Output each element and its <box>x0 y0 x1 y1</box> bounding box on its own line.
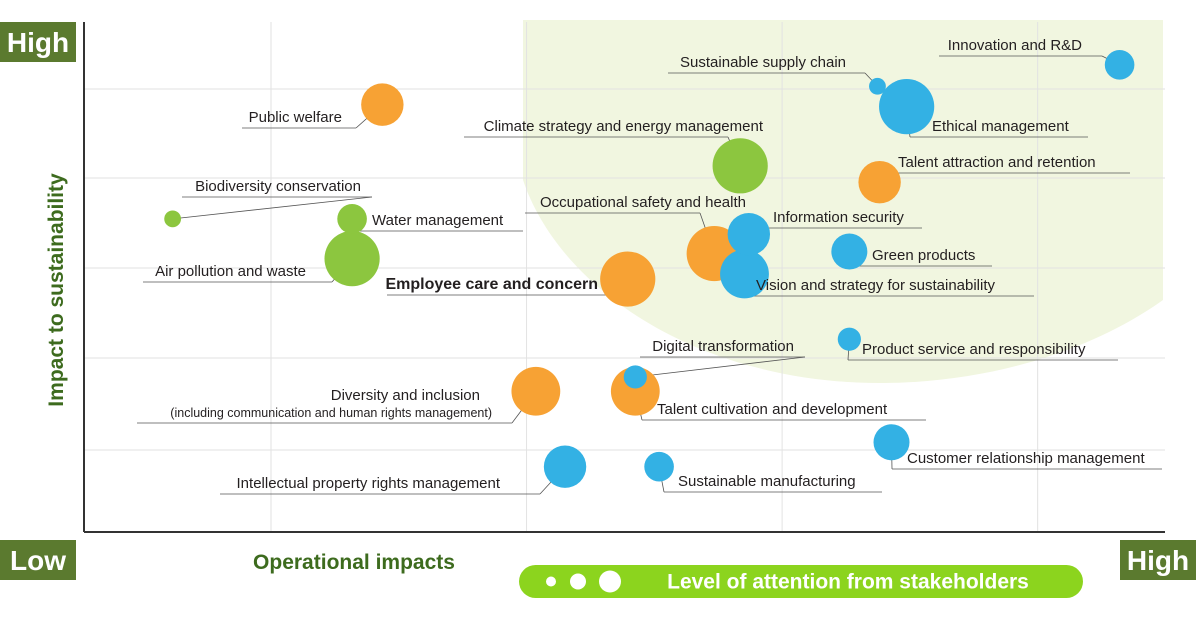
point-air-pollution-and-waste <box>324 231 380 287</box>
point-sustainable-manufacturing <box>644 451 674 482</box>
point-label-customer-relationship-management: Customer relationship management <box>907 450 1145 467</box>
point-label-innovation-and-randd: Innovation and R&D <box>948 37 1082 54</box>
point-label-public-welfare: Public welfare <box>249 109 342 126</box>
y-high-box-bg <box>0 22 76 62</box>
point-water-management <box>337 204 367 234</box>
point-talent-attraction-and-retention <box>858 160 901 204</box>
point-intellectual-property-rights-management <box>543 445 587 488</box>
point-public-welfare <box>361 83 404 126</box>
point-sustainable-supply-chain <box>869 77 886 95</box>
point-employee-care-and-concern <box>600 251 656 307</box>
point-biodiversity-conservation <box>164 210 182 228</box>
point-label-sustainable-supply-chain: Sustainable supply chain <box>680 54 846 71</box>
point-innovation-and-randd <box>1104 50 1135 80</box>
point-vision-and-strategy-for-sustainability <box>720 249 769 299</box>
point-information-security <box>727 212 771 256</box>
point-digital-transformation <box>623 365 647 389</box>
x-low-box: Low <box>0 540 76 580</box>
x-axis-title: Operational impacts <box>253 551 455 574</box>
point-label-diversity-and-inclusion: Diversity and inclusion <box>331 387 480 404</box>
legend-dot-small <box>546 576 556 587</box>
x-low-label: Low <box>10 545 66 576</box>
point-label-occupational-safety-and-health: Occupational safety and health <box>540 194 746 211</box>
point-talent-cultivation-and-development <box>610 366 660 416</box>
x-high-label: High <box>1127 545 1189 576</box>
high-priority-zone <box>523 20 1163 383</box>
point-label-intellectual-property-rights-management: Intellectual property rights management <box>237 475 501 492</box>
point-product-service-and-responsibility <box>837 327 861 351</box>
point-label-biodiversity-conservation: Biodiversity conservation <box>195 178 361 195</box>
point-sublabel-diversity-and-inclusion: (including communication and human right… <box>170 406 492 420</box>
leader-connector-biodiversity-conservation <box>172 196 373 220</box>
legend-dot-medium <box>570 573 586 590</box>
y-axis-title: Impact to sustainability <box>45 173 68 407</box>
point-label-sustainable-manufacturing: Sustainable manufacturing <box>678 473 856 490</box>
point-label-climate-strategy-and-energy-management: Climate strategy and energy management <box>484 118 764 135</box>
x-high-box-bg <box>1120 540 1196 580</box>
point-label-vision-and-strategy-for-sustainability: Vision and strategy for sustainability <box>756 277 996 294</box>
point-label-ethical-management: Ethical management <box>932 118 1070 135</box>
point-green-products <box>831 233 868 270</box>
point-diversity-and-inclusion <box>511 366 561 416</box>
y-high-label: High <box>7 27 69 58</box>
point-customer-relationship-management <box>873 424 910 461</box>
x-low-box-bg <box>0 540 76 580</box>
leader-connector-digital-transformation <box>635 356 806 378</box>
point-label-product-service-and-responsibility: Product service and responsibility <box>862 341 1086 358</box>
legend-pill <box>519 565 1083 598</box>
point-label-employee-care-and-concern: Employee care and concern <box>385 276 598 293</box>
legend-label: Level of attention from stakeholders <box>667 571 1029 594</box>
point-label-talent-cultivation-and-development: Talent cultivation and development <box>657 401 888 418</box>
point-label-air-pollution-and-waste: Air pollution and waste <box>155 263 306 280</box>
x-high-box: High <box>1120 540 1196 580</box>
stakeholder-attention-legend: Level of attention from stakeholders <box>519 565 1083 598</box>
point-label-water-management: Water management <box>372 212 504 229</box>
point-label-information-security: Information security <box>773 209 904 226</box>
point-label-digital-transformation: Digital transformation <box>652 338 794 355</box>
point-label-green-products: Green products <box>872 247 975 264</box>
y-high-box: High <box>0 22 76 62</box>
legend-dot-large <box>599 570 621 593</box>
point-ethical-management <box>879 79 935 135</box>
point-label-talent-attraction-and-retention: Talent attraction and retention <box>898 154 1096 171</box>
point-climate-strategy-and-energy-management <box>712 138 768 194</box>
